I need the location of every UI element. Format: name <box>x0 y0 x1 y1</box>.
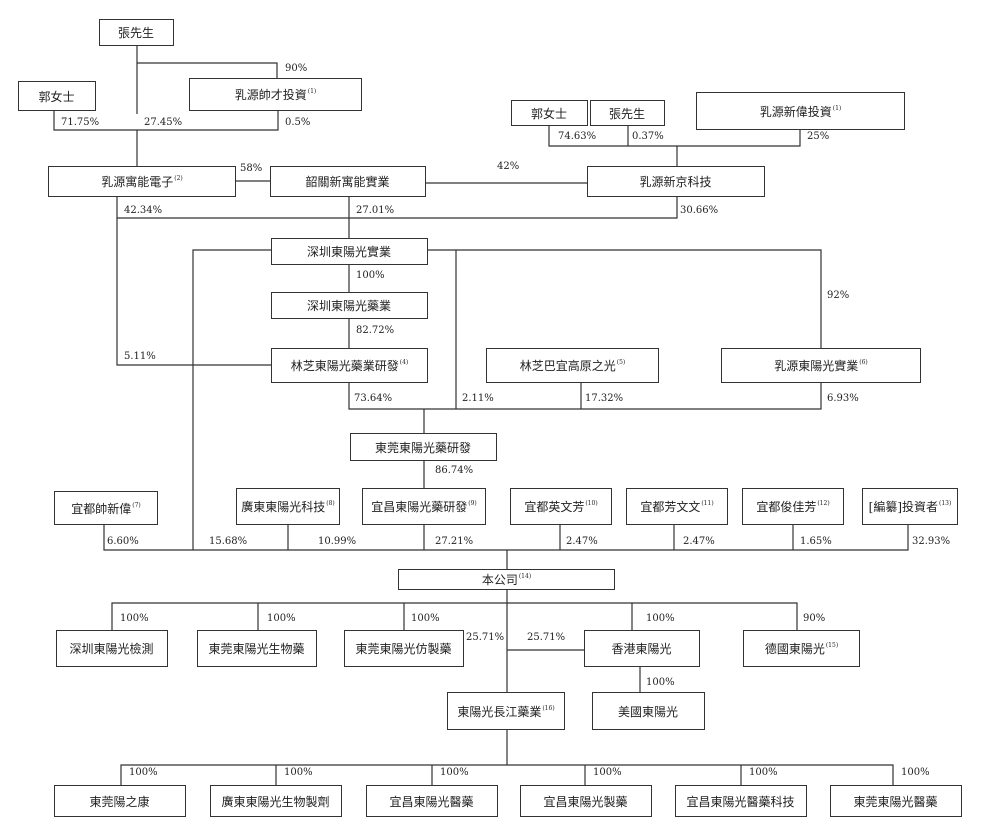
entity-box-usa: 美國東陽光 <box>592 692 705 730</box>
ownership-pct: 86.74% <box>435 465 474 476</box>
ownership-pct: 25.71% <box>527 632 566 643</box>
entity-box-yidu-fangwenwen: 宜都芳文文(11) <box>626 488 728 525</box>
entity-box-yichang-yiyao: 宜昌東陽光醫藥 <box>366 785 498 817</box>
entity-box-linzhi-yanfa: 林芝東陽光藥業研發(4) <box>271 348 428 383</box>
ownership-pct: 100% <box>356 270 385 281</box>
ownership-pct: 6.93% <box>827 393 859 404</box>
entity-box-guangdong-shengwu: 廣東東陽光生物製劑 <box>210 785 342 817</box>
ownership-pct: 27.01% <box>356 205 395 216</box>
ownership-pct: 17.32% <box>585 393 624 404</box>
entity-box-guangdong-keji: 廣東東陽光科技(8) <box>236 488 340 525</box>
ownership-pct: 42.34% <box>124 205 163 216</box>
entity-box-company: 本公司(14) <box>398 569 615 590</box>
entity-box-yichang-yanfa: 宜昌東陽光藥研發(9) <box>362 488 486 525</box>
entity-box-shaoguan-xinyuneng: 韶關新寓能實業 <box>270 166 426 197</box>
ownership-pct: 71.75% <box>61 117 100 128</box>
ownership-pct: 0.5% <box>285 117 311 128</box>
ownership-pct: 82.72% <box>356 325 395 336</box>
ownership-pct: 15.68% <box>209 536 248 547</box>
ownership-pct: 0.37% <box>632 131 664 142</box>
ownership-pct: 100% <box>267 613 296 624</box>
entity-box-dongguan-yangzhikang: 東莞陽之康 <box>54 785 186 817</box>
ownership-pct: 100% <box>284 767 313 778</box>
ownership-pct: 100% <box>411 613 440 624</box>
entity-box-changjiang: 東陽光長江藥業(16) <box>447 692 565 730</box>
ownership-pct: 100% <box>440 767 469 778</box>
entity-box-linzhi-bayi: 林芝巴宜高原之光(5) <box>486 348 659 383</box>
ownership-pct: 42% <box>497 161 520 172</box>
ownership-pct: 100% <box>901 767 930 778</box>
entity-box-shenzhen-shiye: 深圳東陽光實業 <box>271 238 428 265</box>
ownership-pct: 1.65% <box>800 536 832 547</box>
entity-box-shenzhen-jiance: 深圳東陽光檢測 <box>56 630 168 667</box>
ownership-pct: 92% <box>827 290 850 301</box>
entity-box-yichang-yiyaokeji: 宜昌東陽光醫藥科技 <box>675 785 807 817</box>
ownership-pct: 25% <box>807 131 830 142</box>
ownership-pct: 100% <box>120 613 149 624</box>
ownership-pct: 100% <box>593 767 622 778</box>
entity-box-hongkong: 香港東陽光 <box>584 630 700 667</box>
ownership-pct: 74.63% <box>558 131 597 142</box>
ownership-pct: 27.21% <box>435 536 474 547</box>
entity-box-dongguan-fangzhiyao: 東莞東陽光仿製藥 <box>344 630 464 667</box>
entity-box-zhang-right: 張先生 <box>590 100 665 126</box>
entity-box-guo-right: 郭女士 <box>511 100 588 126</box>
entity-box-yidu-shuaixinwei: 宜都帥新偉(7) <box>54 491 158 525</box>
ownership-pct: 2.47% <box>566 536 598 547</box>
ownership-pct: 100% <box>646 677 675 688</box>
entity-box-ruyuan-xinjing: 乳源新京科技 <box>587 166 765 197</box>
entity-box-ruyuan-shuaicai: 乳源帥才投資(1) <box>189 78 362 111</box>
entity-box-ruyuan-shiye: 乳源東陽光實業(6) <box>721 348 921 383</box>
ownership-pct: 32.93% <box>912 536 951 547</box>
ownership-pct: 100% <box>749 767 778 778</box>
entity-box-dongguan-shengwuyao: 東莞東陽光生物藥 <box>197 630 317 667</box>
ownership-pct: 73.64% <box>354 393 393 404</box>
entity-box-yidu-junjiafang: 宜都俊佳芳(12) <box>742 488 844 525</box>
entity-box-ruyuan-yuneng: 乳源寓能電子(2) <box>48 166 236 197</box>
entity-box-ruyuan-xinwei: 乳源新偉投資(1) <box>696 92 905 130</box>
entity-box-zhang-top: 張先生 <box>99 19 174 46</box>
entity-box-dongguan-yanfa: 東莞東陽光藥研發 <box>350 433 497 461</box>
ownership-pct: 25.71% <box>466 632 505 643</box>
ownership-pct: 10.99% <box>318 536 357 547</box>
ownership-pct: 30.66% <box>680 205 719 216</box>
ownership-pct: 90% <box>803 613 826 624</box>
entity-box-redacted-investor: [編纂]投資者(13) <box>862 488 958 525</box>
ownership-pct: 90% <box>285 63 308 74</box>
entity-box-germany: 德國東陽光(15) <box>743 630 860 667</box>
entity-box-shenzhen-yaoye: 深圳東陽光藥業 <box>271 292 428 319</box>
ownership-pct: 2.11% <box>462 393 494 404</box>
ownership-pct: 58% <box>240 163 263 174</box>
ownership-pct: 2.47% <box>683 536 715 547</box>
ownership-pct: 5.11% <box>124 351 156 362</box>
entity-box-yidu-yingwenfang: 宜都英文芳(10) <box>510 488 612 525</box>
entity-box-dongguan-yiyao: 東莞東陽光醫藥 <box>830 785 962 817</box>
ownership-pct: 6.60% <box>107 536 139 547</box>
ownership-pct: 100% <box>646 613 675 624</box>
entity-box-guo-left: 郭女士 <box>18 81 96 111</box>
ownership-pct: 100% <box>129 767 158 778</box>
entity-box-yichang-zhiyao: 宜昌東陽光製藥 <box>520 785 652 817</box>
ownership-pct: 27.45% <box>144 117 183 128</box>
